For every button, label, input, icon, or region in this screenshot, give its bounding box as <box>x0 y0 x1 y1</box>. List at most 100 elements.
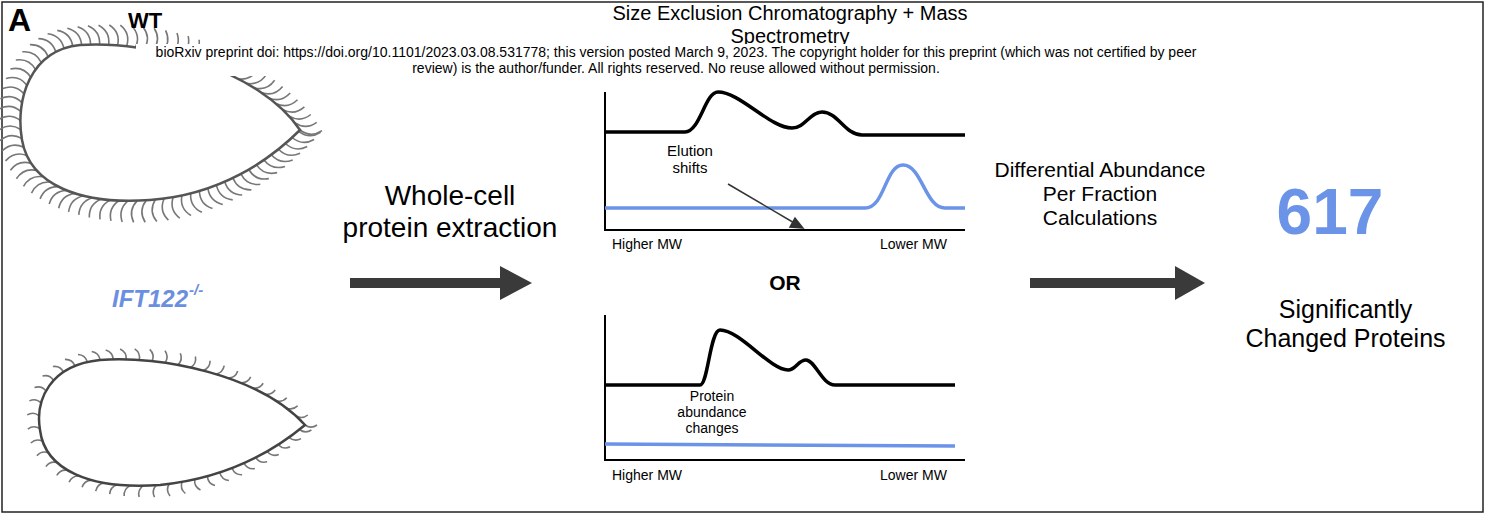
result-count: 617 <box>1230 176 1430 250</box>
genotype-superscript: -/- <box>189 281 203 298</box>
cilium <box>131 201 137 223</box>
cilium <box>106 350 114 359</box>
wt-abundance-curve <box>605 330 955 385</box>
cilium <box>139 486 144 497</box>
cilium <box>6 78 27 86</box>
cilium <box>69 196 84 212</box>
bottom-chart-axes <box>605 315 965 460</box>
cilium <box>172 197 180 218</box>
result-label: Significantly Changed Proteins <box>1238 295 1453 353</box>
cilium <box>0 126 21 130</box>
cilium <box>191 357 196 368</box>
top-chart-axes <box>605 92 965 230</box>
cilium <box>65 359 75 366</box>
cilium <box>31 440 43 443</box>
cilium <box>285 144 307 149</box>
cilium <box>124 486 130 496</box>
cilium <box>244 463 255 468</box>
cilium <box>165 351 167 363</box>
cilium <box>100 200 110 219</box>
cilium <box>216 366 225 375</box>
mutant-cell <box>39 359 305 486</box>
axis-label: Lower MW <box>880 467 947 483</box>
wt-elution-curve <box>605 92 965 135</box>
cilium <box>0 106 21 111</box>
cilium <box>241 174 260 185</box>
cilium <box>279 149 301 155</box>
cilium <box>109 25 118 45</box>
cilium <box>10 162 31 170</box>
cilium <box>289 437 301 440</box>
cilium <box>40 187 58 199</box>
cilium <box>178 353 182 365</box>
panel-letter: A <box>8 2 31 39</box>
cilium <box>208 188 223 204</box>
cilium <box>256 458 267 463</box>
axis-label: Higher MW <box>612 236 682 252</box>
cilium <box>153 485 156 497</box>
cilium <box>0 136 22 141</box>
figure-title: Size Exclusion Chromatography + Mass Spe… <box>595 2 985 48</box>
arrow-shaft <box>1030 278 1180 288</box>
cilium <box>220 473 229 481</box>
cilium <box>0 97 22 103</box>
arrow-head <box>1175 266 1205 300</box>
cilium <box>0 116 20 120</box>
or-label: OR <box>755 271 815 295</box>
watermark: bioRxiv preprint doi: https://doi.org/10… <box>136 44 1216 76</box>
shift-arrow-line <box>728 184 796 224</box>
cilium <box>92 352 101 361</box>
cilium <box>142 200 146 222</box>
cilium <box>267 452 279 456</box>
cilium <box>6 154 27 161</box>
cilium <box>152 200 157 222</box>
cilium <box>181 482 185 494</box>
cilium <box>49 190 66 204</box>
cilium <box>59 193 75 208</box>
step-label: Differential Abundance Per Fraction Calc… <box>985 158 1215 230</box>
cilium <box>225 182 243 195</box>
cilium <box>207 476 215 485</box>
cilium <box>278 445 290 448</box>
cilium <box>232 468 242 475</box>
cilium <box>43 376 54 381</box>
shift-arrow-head <box>790 218 803 228</box>
cilium <box>299 430 311 432</box>
cilium <box>53 366 64 372</box>
chart-note: Elution shifts <box>655 142 725 177</box>
cilium <box>29 400 41 403</box>
cilium <box>120 349 126 359</box>
chart-axes <box>605 92 965 460</box>
cilium <box>35 387 47 391</box>
cilium <box>38 39 55 52</box>
cilium <box>48 34 64 49</box>
cilium <box>167 484 170 496</box>
cilium <box>299 131 321 135</box>
cilium <box>69 476 79 482</box>
cilium <box>292 138 314 143</box>
cell-illustrations <box>0 25 322 497</box>
cilium <box>32 182 51 193</box>
cilium <box>2 145 24 151</box>
shift-arrow <box>728 184 803 228</box>
cilium <box>30 45 48 57</box>
arrow-shaft <box>350 278 505 288</box>
cilium <box>216 185 232 200</box>
process-arrows <box>350 266 1205 300</box>
step-label: Whole-cell protein extraction <box>339 180 561 244</box>
cilium <box>150 349 153 361</box>
cilium <box>240 377 251 383</box>
arrow-head <box>500 266 532 300</box>
cilium <box>199 191 212 209</box>
cilium <box>78 355 87 363</box>
cilium <box>162 199 168 221</box>
genotype-label: WT <box>128 8 162 33</box>
cilium <box>57 470 68 475</box>
cilium <box>121 201 128 222</box>
cilium <box>181 196 191 216</box>
cilium <box>233 178 252 190</box>
chart-note: Protein abundance changes <box>672 388 752 436</box>
cilium <box>3 87 24 94</box>
